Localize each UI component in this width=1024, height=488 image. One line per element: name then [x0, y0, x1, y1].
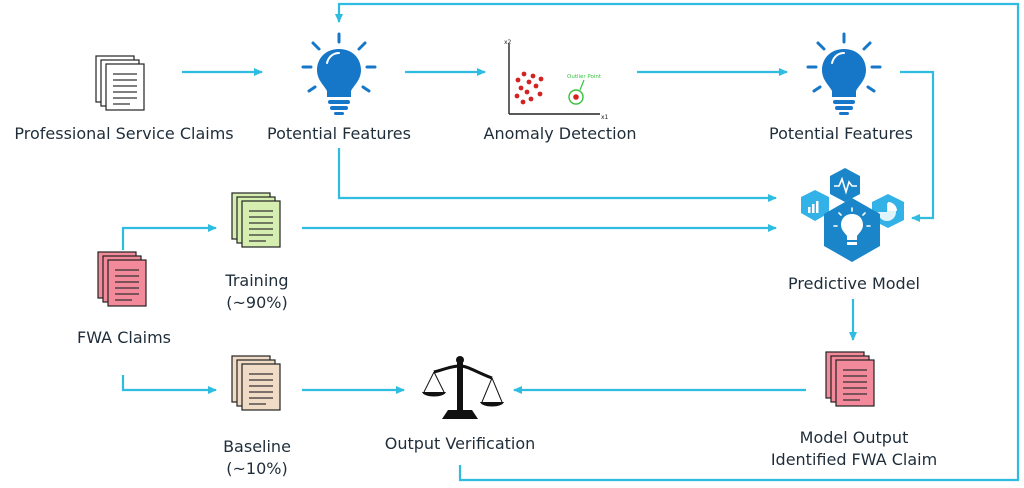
identified-fwa-claim-label: Identified FWA Claim	[770, 450, 938, 469]
training-pct-label: (~90%)	[226, 293, 288, 312]
arrow-feedback-loop	[335, 2, 1020, 482]
arrow-features1-to-model	[337, 148, 777, 202]
document-stack-icon	[825, 351, 875, 407]
document-stack-icon	[97, 251, 147, 307]
predictive-model-label: Predictive Model	[788, 274, 920, 293]
model-output-label: Model Output	[799, 428, 909, 447]
arrow-fwa-to-training	[121, 224, 217, 250]
scatter-plot-icon	[508, 44, 600, 115]
output-verification-label: Output Verification	[384, 434, 536, 453]
baseline-label: Baseline	[223, 437, 291, 456]
lightbulb-icon	[301, 32, 377, 117]
hexagon-cluster-icon	[801, 168, 904, 262]
fwa-claims-label: FWA Claims	[77, 328, 171, 347]
professional-claims-label: Professional Service Claims	[14, 124, 234, 143]
arrow-fwa-to-baseline	[121, 375, 217, 394]
training-label: Training	[225, 271, 289, 290]
outlier-label: Outlier Point	[567, 74, 602, 80]
arrow-features2-to-model	[900, 70, 935, 222]
potential-features-1-label: Potential Features	[267, 124, 411, 143]
baseline-pct-label: (~10%)	[226, 459, 288, 478]
document-stack-icon	[231, 355, 281, 411]
document-stack-icon	[231, 192, 281, 248]
anomaly-detection-label: Anomaly Detection	[483, 124, 637, 143]
potential-features-2-label: Potential Features	[769, 124, 913, 143]
scatter-y-label: x2	[504, 39, 512, 46]
flow-arrows	[121, 2, 1020, 482]
lightbulb-icon	[806, 32, 882, 117]
scales-icon	[422, 356, 504, 419]
document-stack-icon	[95, 55, 145, 111]
scatter-x-label: x1	[601, 114, 609, 121]
